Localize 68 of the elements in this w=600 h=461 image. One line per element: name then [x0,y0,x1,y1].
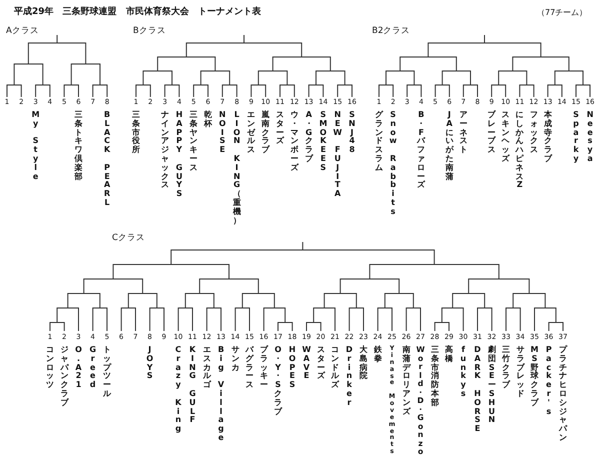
team-name: Neesya [586,111,594,164]
team-name: トップツール [103,346,111,399]
team-name: Greed [89,346,96,390]
team-name: 高橋 [445,346,453,364]
page-title: 平成29年 三条野球連盟 市民体育祭大会 トーナメント表 [14,8,261,17]
team-name: サラブレッド [516,346,524,399]
team-name: 嵐南クラブ [262,111,270,155]
team-name: JAにいがた南蒲 [445,111,454,182]
team-name: Sparky [573,111,579,164]
team-name: 本成寺クラブ [544,111,552,164]
team-name: MS野球クラブ [530,346,538,408]
team-name: アーネスト [459,111,468,155]
team-name: ブラッキー [260,346,268,390]
class-heading: B2クラス [372,27,410,36]
class-heading: Cクラス [112,234,145,242]
team-name: 鉄拳 [374,346,382,364]
team-name: HAPPY GUYS [176,111,183,199]
team-name: サンカ [231,346,240,372]
team-name: Crazy King [175,346,182,434]
team-name: フォックス [530,111,538,155]
team-name: My Style [32,111,40,182]
team-name: ジャパンクラブ [60,346,68,408]
team-name: LION KING（重機） [232,111,241,226]
team-name: ブレーブス [488,111,496,155]
team-name: SMOKEES [319,111,328,173]
team-name: プラチナヒロシジャパン [559,346,567,443]
team-name: グランドスラム [375,111,383,173]
team-name: 劇団SEーSHUN [488,346,496,426]
team-name: にしかんハピネスZ [516,111,524,190]
team-name: Packer's [546,346,552,416]
class-heading: Bクラス [133,27,166,36]
team-name: BLACK PEARL [104,111,110,208]
team-name: A・Gクラブ [304,111,313,164]
team-name: WAVE [302,346,311,382]
team-name: NOISE [218,111,226,155]
team-name: ウ・マンボーズ [290,111,298,173]
team-name: エンゼルス [247,111,256,155]
team-name: NEW FUJITA [333,111,342,199]
team-name: スターズ [316,346,325,382]
team-name: DARK HORSE [474,346,481,434]
team-name: KING GULF [189,346,196,426]
team-name: 三条ヤンキース [190,111,198,173]
team-name: O・Y・Sクラブ [274,346,282,416]
team-name: ナインアジャックス [160,111,169,190]
team-name: 南蒲デロリアンズ [402,346,410,416]
team-name: 大島病院 [360,346,368,382]
team-name: Big Village [218,346,224,443]
team-name: SNJ48 [348,111,356,155]
class-heading: Aクラス [6,27,39,36]
team-name: 三条市役所 [132,111,140,155]
team-name: スターズ [276,111,284,146]
team-name: 三竹クラブ [502,346,510,390]
team-name: O.A21 [75,346,82,390]
team-name: バグラース [246,346,254,390]
team-name: Snow Rabbits [389,111,397,217]
team-name: 三条トキワ倶楽部 [74,111,82,182]
team-name: 三条市消防本部 [430,346,439,408]
team-name: B・Fバファローズ [417,111,426,190]
team-name: funkys [460,346,466,399]
team-count: （77チーム） [537,9,588,17]
team-name: コンロッツ [46,346,54,390]
team-name: エスカルゴ [202,346,211,390]
team-name: コンドルズ [331,346,339,390]
team-name: 乾杯 [204,111,212,129]
team-name: HOPES [288,346,296,390]
team-name: JOYS [146,346,154,382]
team-name: スキンヘッズ [502,111,510,164]
team-name: Drinker [346,346,353,408]
